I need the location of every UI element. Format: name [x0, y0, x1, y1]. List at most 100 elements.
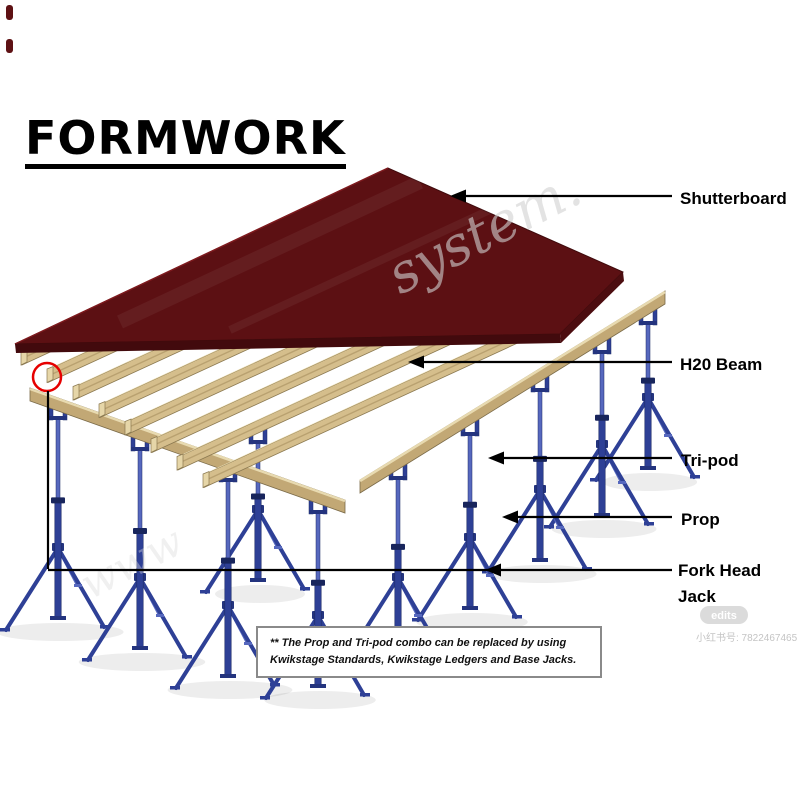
footnote-line2: Kwikstage Standards, Kwikstage Ledgers a… [270, 654, 577, 667]
tripod-left-leg [204, 508, 260, 594]
tripod-foot [100, 625, 110, 629]
prop-arrowhead [502, 510, 518, 524]
prop-outer-tube [466, 505, 474, 609]
edits-badge-text: edits [711, 610, 737, 622]
joist-end-cap [124, 418, 132, 436]
fork-head-base [49, 416, 67, 420]
id-watermark: 小红书号: 7822467465 [696, 631, 798, 644]
ground-shadow [487, 565, 597, 583]
prop-outer-tube [224, 561, 232, 677]
stringer-beams [29, 290, 666, 514]
fork-head-base [249, 440, 267, 444]
prop-outer-tube [598, 418, 606, 516]
joist-top [204, 320, 538, 475]
prop-base-plate [250, 578, 266, 582]
stringer-highlight [29, 387, 346, 503]
prop-outer-tube [54, 501, 62, 619]
stringer-highlight [359, 290, 666, 483]
prop-base-plate [594, 513, 610, 517]
joist-end-cap [176, 453, 184, 471]
prop-adjusting-nut [51, 497, 65, 504]
fork-head-base [461, 432, 479, 436]
prop-with-tripod [82, 434, 192, 662]
prop-adjusting-nut [391, 543, 405, 550]
prop-base-plate [50, 616, 66, 620]
tripod-foot [412, 618, 422, 622]
tripod-left-leg [416, 536, 472, 622]
tripod-foot [486, 574, 494, 577]
tripod-right-leg [56, 546, 106, 629]
joist-end-cap [150, 435, 158, 454]
label-tripod: Tri-pod [681, 451, 739, 470]
prop-outer-tube [254, 497, 262, 581]
prop-outer-tube [644, 381, 652, 469]
tripod-arrowhead [488, 451, 504, 465]
joist-end-cap [46, 365, 54, 384]
tripod-foot [170, 686, 180, 690]
tripod-foot [582, 567, 592, 571]
tripod-foot [512, 615, 522, 619]
tripod-foot [260, 696, 270, 700]
fork-head-base [639, 321, 657, 325]
tripod-foot [182, 655, 192, 659]
footnote-line1: ** The Prop and Tri-pod combo can be rep… [270, 637, 567, 649]
tripod-left-leg [4, 546, 60, 632]
prop-outer-tube [536, 459, 544, 561]
tripod-foot [156, 614, 164, 617]
tripod-foot [664, 434, 672, 437]
tripod-right-leg [538, 488, 588, 571]
joist-end-cap [98, 400, 106, 419]
prop-adjusting-nut [133, 527, 147, 534]
shutterboard-deck [14, 167, 624, 353]
tripod-foot [690, 475, 700, 479]
prop-with-tripod [0, 403, 110, 632]
prop-adjusting-nut [641, 377, 655, 384]
tripod-foot [74, 584, 82, 587]
annotations [31, 189, 672, 577]
prop-base-plate [132, 646, 148, 650]
footnote-box: ** The Prop and Tri-pod combo can be rep… [256, 626, 602, 679]
prop-base-plate [640, 466, 656, 470]
shutterboard-right-edge [560, 272, 624, 343]
ground-shadow [215, 585, 305, 603]
tripod-foot [590, 478, 600, 482]
shutterboard-highlight-edge [14, 167, 389, 345]
tripod-foot [644, 522, 654, 526]
fork-head-base [219, 478, 237, 482]
tripod-left-leg [86, 576, 142, 662]
tripod-foot [244, 642, 252, 645]
tripod-right-leg [468, 536, 518, 619]
shutterboard-arrowhead [450, 189, 466, 203]
joist-end-cap [72, 383, 80, 401]
ground-shadow [551, 520, 657, 538]
prop-adjusting-nut [595, 414, 609, 421]
edits-badge-background [700, 606, 748, 624]
prop-adjusting-nut [311, 579, 325, 586]
prop-base-plate [462, 606, 478, 610]
tripod-foot [82, 658, 92, 662]
tripod-foot [544, 525, 554, 529]
label-prop: Prop [681, 510, 720, 529]
tripod-right-leg [646, 396, 696, 479]
tripod-foot [414, 614, 422, 617]
ground-shadow [78, 653, 206, 671]
shutterboard-sheen [117, 175, 423, 329]
joist-web-line [203, 328, 535, 482]
tripod-foot [618, 481, 626, 484]
shutterboard-front-edge [15, 334, 561, 353]
prop-base-plate [532, 558, 548, 562]
tripod-right-leg [138, 576, 188, 659]
fork-head-base [131, 447, 149, 451]
tripod-foot [274, 546, 282, 549]
ground-shadow [167, 681, 293, 699]
tripod-foot [360, 693, 370, 697]
tripod-foot [556, 526, 564, 529]
fork-head-base [309, 510, 327, 514]
prop-adjusting-nut [463, 501, 477, 508]
label-shutterboard: Shutterboard [680, 189, 787, 208]
fork-head-arrowhead [485, 563, 501, 577]
joist-end-cap [202, 470, 210, 489]
tripod-foot [0, 628, 10, 632]
